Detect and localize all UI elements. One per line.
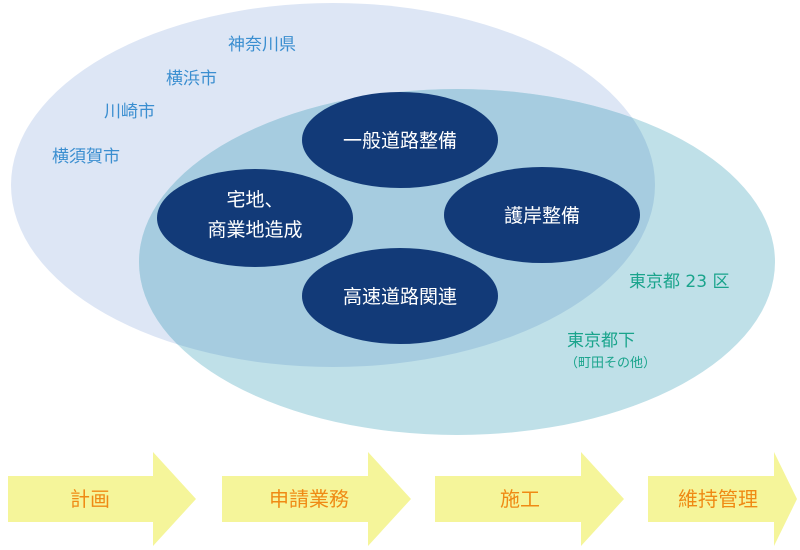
flow-step-application-label: 申請業務 — [269, 487, 349, 511]
tokyo-23-wards-label: 東京都 23 区 — [629, 272, 729, 292]
flow-step-maintenance: 維持管理 — [648, 452, 797, 546]
tokyo-suburbs-note: （町田その他） — [565, 356, 656, 371]
flow-step-planning: 計画 — [8, 452, 196, 546]
tokyo-suburbs-label: 東京都下 — [567, 331, 635, 351]
yokohama-label: 横浜市 — [166, 69, 217, 89]
flow-step-application: 申請業務 — [222, 452, 411, 546]
highway-node: 高速道路関連 — [302, 248, 498, 344]
residential-node: 宅地、 商業地造成 — [157, 169, 353, 267]
flow-step-construction: 施工 — [435, 452, 624, 546]
general-road-label: 一般道路整備 — [343, 130, 457, 152]
highway-label: 高速道路関連 — [343, 286, 457, 308]
flow-step-maintenance-label: 維持管理 — [678, 487, 758, 511]
process-flow: 計画 申請業務 施工 維持管理 — [8, 452, 797, 546]
flow-step-planning-label: 計画 — [70, 487, 110, 511]
kanagawa-prefecture-label: 神奈川県 — [228, 35, 296, 55]
yokosuka-label: 横須賀市 — [52, 147, 120, 167]
general-road-node: 一般道路整備 — [302, 92, 498, 188]
flow-step-construction-label: 施工 — [500, 487, 540, 511]
revetment-node: 護岸整備 — [444, 167, 640, 263]
residential-label-line1: 宅地、 — [226, 189, 283, 211]
revetment-label: 護岸整備 — [504, 205, 580, 227]
residential-label-line2: 商業地造成 — [207, 219, 302, 241]
kawasaki-label: 川崎市 — [104, 102, 155, 122]
